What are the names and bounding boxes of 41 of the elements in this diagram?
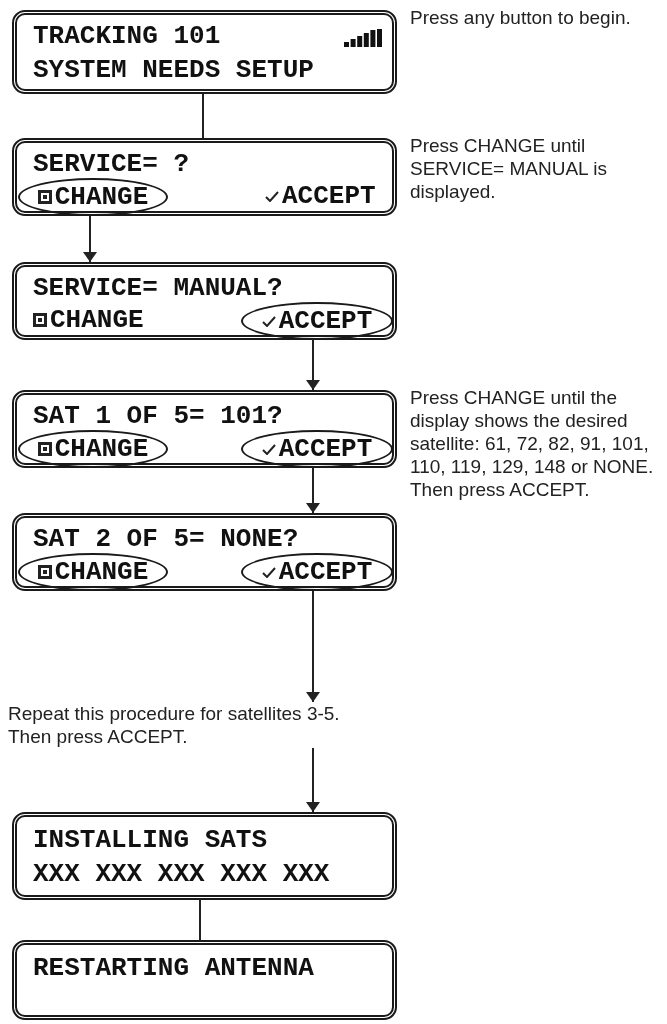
arrow [306, 747, 320, 813]
button-label: ACCEPT [278, 306, 373, 336]
lcd-screen [12, 513, 397, 591]
highlight-ellipse [241, 430, 393, 468]
lcd-screen [12, 262, 397, 340]
instruction-text: Repeat this procedure for satellites 3-5. Then press ACCEPT. [8, 702, 341, 748]
screen-text: SAT 1 OF 5= 101? [33, 401, 283, 431]
lcd-screen [12, 812, 397, 900]
screen-text: CHANGE [50, 305, 144, 335]
highlight-ellipse [18, 178, 168, 216]
arrow [306, 339, 320, 391]
highlight-ellipse [241, 302, 393, 340]
screen-text: XXX XXX XXX XXX XXX [33, 859, 330, 889]
highlight-ellipse [18, 430, 168, 468]
connector-line [202, 93, 204, 139]
arrow [306, 467, 320, 514]
arrow [83, 215, 97, 263]
lcd-screen [12, 10, 397, 94]
lcd-screen [12, 138, 397, 216]
button-label: CHANGE [54, 434, 149, 464]
highlight-ellipse [18, 553, 168, 591]
screen-text: TRACKING 101 [33, 21, 221, 51]
screen-text: SERVICE= ? [33, 149, 190, 179]
button-label: ACCEPT [278, 434, 373, 464]
screen-text: SYSTEM NEEDS SETUP [33, 55, 314, 85]
lcd-screen [12, 940, 397, 1020]
screen-text: INSTALLING SATS [33, 825, 268, 855]
screen-text: SAT 2 OF 5= NONE? [33, 524, 299, 554]
instruction-text: Press CHANGE until SERVICE= MANUAL is displayed. [410, 134, 608, 203]
instruction-text: Press any button to begin. [410, 6, 632, 29]
instruction-text: Press CHANGE until the display shows the desired satellite: 61, 72, 82, 91, 101, 110, 119, 129, 148 or NONE. Then press ACCEPT. [410, 386, 655, 501]
screen-text: SERVICE= MANUAL? [33, 273, 283, 303]
screen-text: RESTARTING ANTENNA [33, 953, 314, 983]
lcd-screen [12, 390, 397, 468]
highlight-ellipse [241, 553, 393, 591]
arrow [306, 590, 320, 703]
connector-line [199, 899, 201, 941]
button-label: CHANGE [54, 557, 149, 587]
screen-text: ACCEPT [282, 181, 376, 211]
button-label: ACCEPT [278, 557, 373, 587]
button-label: CHANGE [54, 182, 149, 212]
